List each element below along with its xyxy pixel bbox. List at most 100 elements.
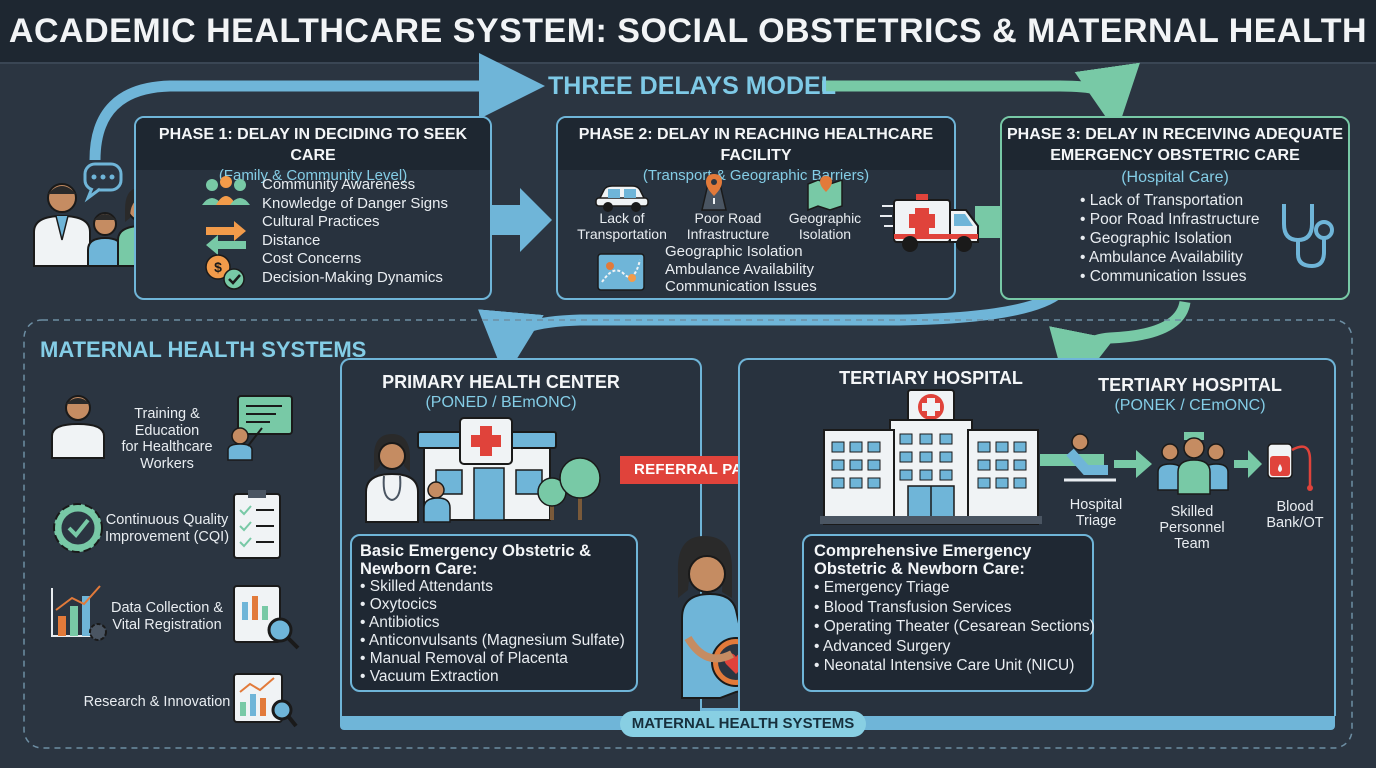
- basic-care-card: [350, 534, 638, 692]
- phase2-icon-label: Poor Road Infrastructure: [686, 210, 770, 242]
- sidebar-label: Data Collection &: [110, 600, 224, 616]
- phase3-card: PHASE 3: DELAY IN RECEIVING ADEQUATE EME…: [1000, 116, 1350, 300]
- basic-care-item: • Anticonvulsants (Magnesium Sulfate): [360, 632, 625, 649]
- car-icon: [595, 185, 649, 212]
- hospital-triage-icon: [1064, 433, 1116, 482]
- phase2-icons: [595, 174, 843, 291]
- basic-care-title-line2: Newborn Care:: [360, 560, 478, 578]
- clinic-building-icon: [417, 417, 557, 523]
- comprehensive-care-content: Comprehensive Emergency Obstetric & Newb…: [814, 542, 1095, 676]
- systems-title: MATERNAL HEALTH SYSTEMS: [40, 337, 367, 362]
- phase2-icon-label: Lack of Transportation: [577, 210, 667, 242]
- exchange-arrows-icon: [206, 221, 246, 255]
- phase3-list: • Lack of Transportation • Poor Road Inf…: [1080, 191, 1259, 286]
- flow-label-bloodbank: Blood Bank/OT: [1258, 499, 1332, 531]
- basic-care-item: • Vacuum Extraction: [360, 668, 499, 685]
- flow-label: Team: [1174, 536, 1210, 552]
- phase3-title-line1: PHASE 3: DELAY IN RECEIVING ADEQUATE: [1006, 126, 1344, 143]
- phase1-card: PHASE 1: DELAY IN DECIDING TO SEEK CARE …: [134, 116, 492, 300]
- phase3-subtitle: (Hospital Care): [1121, 169, 1229, 186]
- primary-clinic-illustration: [365, 417, 601, 523]
- basic-care-item: • Oxytocics: [360, 596, 437, 613]
- nurse-icon: [365, 434, 419, 523]
- comprehensive-care-item: • Blood Transfusion Services: [814, 598, 1012, 616]
- flow-label: Blood: [1276, 499, 1314, 515]
- comprehensive-care-title-line1: Comprehensive Emergency: [814, 542, 1032, 560]
- phase1-item: Cost Concerns: [262, 250, 362, 268]
- phase2-item: Communication Issues: [665, 278, 817, 295]
- phase1-item: Community Awareness: [262, 176, 416, 193]
- primary-subtitle: (PONED / BEmONC): [425, 394, 577, 411]
- cost-icon: $: [205, 254, 245, 290]
- systems-frame: [23, 319, 1353, 749]
- phase1-item: Decision-Making Dynamics: [262, 268, 443, 286]
- to-tertiary-arrow: [1049, 300, 1191, 398]
- skilled-personnel-icon: [1157, 432, 1229, 495]
- page-title: ACADEMIC HEALTHCARE SYSTEM: SOCIAL OBSTE…: [8, 12, 1368, 50]
- comprehensive-care-item: • Neonatal Intensive Care Unit (NICU): [814, 657, 1075, 675]
- sidebar-icons: [51, 395, 300, 728]
- flow-label-personnel: Skilled Personnel Team: [1154, 504, 1230, 552]
- primary-title: PRIMARY HEALTH CENTER: [382, 372, 620, 392]
- phase1-item: Knowledge of Danger Signs: [262, 194, 448, 212]
- map-icon: [807, 176, 843, 212]
- phase3-item: • Geographic Isolation: [1080, 230, 1232, 247]
- phase2-item: Geographic Isolation: [665, 243, 803, 260]
- phase1-item: Cultural Practices: [262, 213, 380, 231]
- basic-care-item: • Manual Removal of Placenta: [360, 650, 568, 667]
- tree-icon: [537, 457, 601, 520]
- sidebar-label: Research & Innovation: [83, 694, 231, 710]
- flow-label: Skilled: [1170, 504, 1214, 520]
- phase2-title: PHASE 2: DELAY IN REACHING HEALTHCARE FA…: [578, 126, 934, 164]
- phase1-icons: $: [202, 176, 250, 290]
- flow-label: Hospital: [1069, 497, 1123, 513]
- training-icon: [51, 395, 293, 461]
- sidebar-item-training: Training & Education for Healthcare Work…: [100, 406, 234, 472]
- phase3-item: • Ambulance Availability: [1080, 249, 1243, 266]
- basic-care-title-line1: Basic Emergency Obstetric &: [360, 542, 592, 560]
- sidebar-label: Workers: [140, 455, 194, 472]
- basic-care-item: • Antibiotics: [360, 614, 440, 631]
- sidebar-label: Continuous Quality: [105, 512, 229, 528]
- phase2-icon-label: Geographic Isolation: [788, 210, 862, 242]
- route-map-icon: [597, 253, 645, 291]
- phase3-item: • Lack of Transportation: [1080, 192, 1244, 209]
- phase2-item: Ambulance Availability: [665, 260, 814, 278]
- community-icon: [202, 176, 250, 205]
- top-arrow-right: [822, 62, 1140, 133]
- road-pin-icon: [701, 174, 727, 211]
- ambulance-icon: [880, 194, 979, 252]
- blood-bank-icon: [1267, 443, 1313, 491]
- tertiary-flow-icons: [1040, 432, 1313, 495]
- svg-text:$: $: [214, 259, 222, 275]
- title-bar: [0, 0, 1376, 64]
- phase1-to-phase2-arrow: [492, 188, 552, 252]
- sidebar-item-quality: Continuous Quality Improvement (CQI): [102, 512, 232, 545]
- quality-gear-icon: [53, 490, 281, 559]
- phase1-subtitle: (Family & Community Level): [218, 167, 408, 184]
- three-delays-title: THREE DELAYS MODEL: [548, 72, 837, 100]
- sidebar-label: Improvement (CQI): [104, 528, 230, 545]
- comprehensive-care-title-line2: Obstetric & Newborn Care:: [814, 560, 1025, 578]
- phase3-item: • Communication Issues: [1080, 268, 1247, 285]
- comprehensive-care-item: • Emergency Triage: [814, 579, 950, 596]
- phase2-list: Geographic Isolation Ambulance Availabil…: [665, 243, 817, 296]
- sidebar-item-research: Research & Innovation: [80, 694, 234, 711]
- phase1-item: Distance: [262, 231, 321, 249]
- comprehensive-care-item: • Operating Theater (Cesarean Sections): [814, 618, 1095, 636]
- tertiary-subtitle: (PONEK / CEmONC): [1114, 397, 1266, 414]
- phase1-title: PHASE 1: DELAY IN DECIDING TO SEEK CARE: [158, 126, 468, 164]
- flow-label: Personnel: [1159, 520, 1225, 536]
- data-chart-icon: [51, 585, 300, 650]
- flow-label: Bank/OT: [1266, 515, 1324, 531]
- footer-pill: MATERNAL HEALTH SYSTEMS: [620, 711, 866, 737]
- sidebar-label: for Healthcare: [121, 439, 213, 455]
- phase3-item: • Poor Road Infrastructure: [1080, 211, 1260, 228]
- family-icon: [33, 162, 167, 267]
- research-icon: [233, 673, 298, 728]
- sidebar-label: Training & Education: [134, 406, 200, 439]
- basic-care-content: Basic Emergency Obstetric & Newborn Care…: [360, 542, 625, 686]
- flow-label: Triage: [1075, 513, 1117, 529]
- sidebar-label: Vital Registration: [112, 616, 222, 633]
- basic-care-item: • Skilled Attendants: [360, 578, 493, 595]
